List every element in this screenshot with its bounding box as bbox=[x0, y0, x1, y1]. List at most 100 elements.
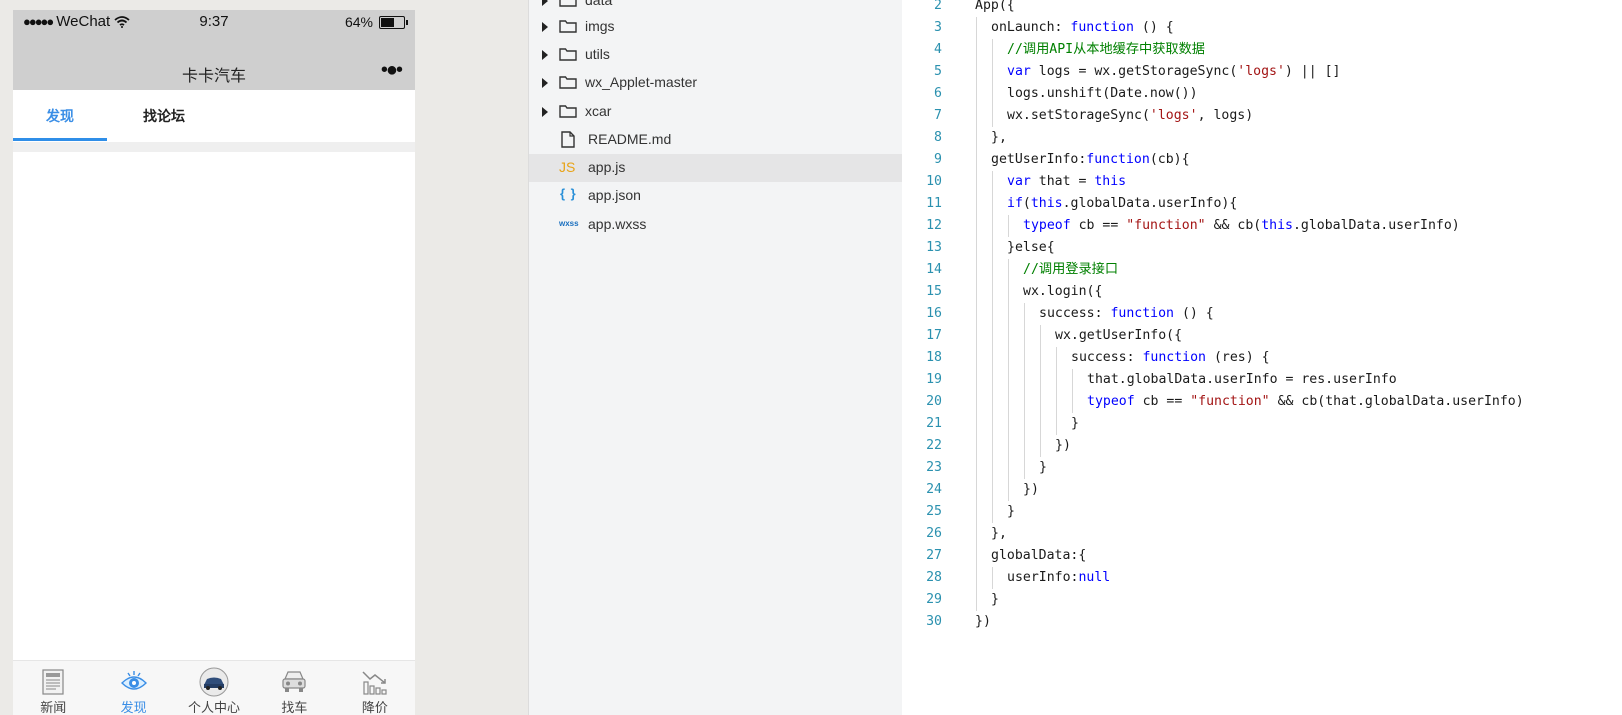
indent-guide bbox=[1008, 347, 1009, 369]
indent-guide bbox=[1056, 413, 1057, 435]
bottom-tab-news[interactable]: 新闻 bbox=[13, 661, 93, 715]
indent-guide bbox=[1056, 347, 1057, 369]
bottom-tab-label: 个人中心 bbox=[188, 700, 241, 715]
line-number: 8 bbox=[934, 130, 942, 145]
code-line[interactable]: 8}, bbox=[902, 127, 1622, 149]
bottom-tab-discover[interactable]: 发现 bbox=[93, 661, 173, 715]
tree-folder-wx-applet-master[interactable]: wx_Applet-master bbox=[529, 69, 902, 97]
code-line[interactable]: 30}) bbox=[902, 611, 1622, 633]
code-token: function bbox=[1070, 20, 1134, 35]
tab-discover[interactable]: 发现 bbox=[46, 108, 74, 124]
tab-find-forum[interactable]: 找论坛 bbox=[143, 108, 185, 124]
code-text: } bbox=[991, 589, 999, 611]
expand-arrow-icon[interactable] bbox=[542, 107, 548, 117]
simulator-area: ●●●●● WeChat 9:37 64% 卡卡汽车 •●• bbox=[0, 0, 528, 715]
line-number: 16 bbox=[926, 306, 942, 321]
indent-guide bbox=[1008, 281, 1009, 303]
code-text: if(this.globalData.userInfo){ bbox=[1007, 193, 1237, 215]
indent-guide bbox=[992, 501, 993, 523]
code-text: success: function () { bbox=[1039, 303, 1214, 325]
tree-file-app-wxss[interactable]: wxss app.wxss bbox=[529, 211, 902, 239]
signal-dots-icon: ●●●●● bbox=[23, 14, 54, 29]
more-menu-button[interactable]: •●• bbox=[380, 59, 403, 81]
tree-file-app-json[interactable]: { } app.json bbox=[529, 182, 902, 210]
phone-simulator: ●●●●● WeChat 9:37 64% 卡卡汽车 •●• bbox=[13, 10, 415, 715]
indent-guide bbox=[1024, 347, 1025, 369]
indent-guide bbox=[976, 149, 977, 171]
code-line[interactable]: 13}else{ bbox=[902, 237, 1622, 259]
tree-item-label: imgs bbox=[585, 18, 615, 34]
code-token: wx.getUserInfo({ bbox=[1055, 328, 1183, 343]
line-number: 13 bbox=[926, 240, 942, 255]
bottom-tab-profile[interactable]: 个人中心 bbox=[174, 661, 254, 715]
code-line[interactable]: 23} bbox=[902, 457, 1622, 479]
line-number: 6 bbox=[934, 86, 942, 101]
code-text: //调用登录接口 bbox=[1023, 259, 1118, 281]
code-token: var bbox=[1007, 64, 1031, 79]
code-line[interactable]: 14//调用登录接口 bbox=[902, 259, 1622, 281]
code-line[interactable]: 21} bbox=[902, 413, 1622, 435]
indent-guide bbox=[1024, 325, 1025, 347]
line-number: 4 bbox=[934, 42, 942, 57]
code-token: }) bbox=[975, 614, 991, 629]
battery-percent: 64% bbox=[344, 14, 373, 30]
code-line[interactable]: 25} bbox=[902, 501, 1622, 523]
tree-folder-xcar[interactable]: xcar bbox=[529, 98, 902, 126]
code-line[interactable]: 7 wx.setStorageSync('logs', logs) bbox=[902, 105, 1622, 127]
expand-arrow-icon[interactable] bbox=[542, 22, 548, 32]
code-line[interactable]: 22}) bbox=[902, 435, 1622, 457]
tree-folder-imgs[interactable]: imgs bbox=[529, 13, 902, 41]
indent-guide bbox=[992, 281, 993, 303]
code-line[interactable]: 16 success: function () { bbox=[902, 303, 1622, 325]
line-number: 3 bbox=[934, 20, 942, 35]
code-token: that.globalData.userInfo = res.userInfo bbox=[1087, 372, 1397, 387]
code-line[interactable]: 29} bbox=[902, 589, 1622, 611]
phone-header: ●●●●● WeChat 9:37 64% 卡卡汽车 •●• bbox=[13, 10, 415, 90]
line-number: 28 bbox=[926, 570, 942, 585]
code-line[interactable]: 24}) bbox=[902, 479, 1622, 501]
line-number: 7 bbox=[934, 108, 942, 123]
expand-arrow-icon[interactable] bbox=[542, 50, 548, 60]
bottom-tab-price-drop[interactable]: 降价 bbox=[335, 661, 415, 715]
expand-arrow-icon[interactable] bbox=[542, 0, 548, 6]
code-token: 'logs' bbox=[1237, 64, 1285, 79]
code-text: wx.login({ bbox=[1023, 281, 1102, 303]
code-line[interactable]: 26}, bbox=[902, 523, 1622, 545]
expand-arrow-icon[interactable] bbox=[542, 78, 548, 88]
carrier-name: WeChat bbox=[56, 13, 111, 30]
indent-guide bbox=[976, 303, 977, 325]
bottom-tab-find-car[interactable]: 找车 bbox=[254, 661, 334, 715]
code-text: logs.unshift(Date.now()) bbox=[1007, 83, 1198, 105]
code-line[interactable]: 4//调用API从本地缓存中获取数据 bbox=[902, 39, 1622, 61]
code-line[interactable]: 6 logs.unshift(Date.now()) bbox=[902, 83, 1622, 105]
tree-folder-utils[interactable]: utils bbox=[529, 41, 902, 69]
line-number: 26 bbox=[926, 526, 942, 541]
tree-folder-data[interactable]: data bbox=[529, 0, 902, 15]
indent-guide bbox=[1008, 457, 1009, 479]
folder-icon bbox=[559, 76, 577, 89]
code-token: }, bbox=[991, 130, 1007, 145]
code-text: }) bbox=[1023, 479, 1039, 501]
tree-file-app-js[interactable]: JS app.js bbox=[529, 154, 902, 182]
line-number: 12 bbox=[926, 218, 942, 233]
tree-file-readme[interactable]: README.md bbox=[529, 126, 902, 154]
indent-guide bbox=[976, 171, 977, 193]
code-text: wx.setStorageSync('logs', logs) bbox=[1007, 105, 1253, 127]
code-token: (res) { bbox=[1206, 350, 1270, 365]
indent-guide bbox=[976, 281, 977, 303]
